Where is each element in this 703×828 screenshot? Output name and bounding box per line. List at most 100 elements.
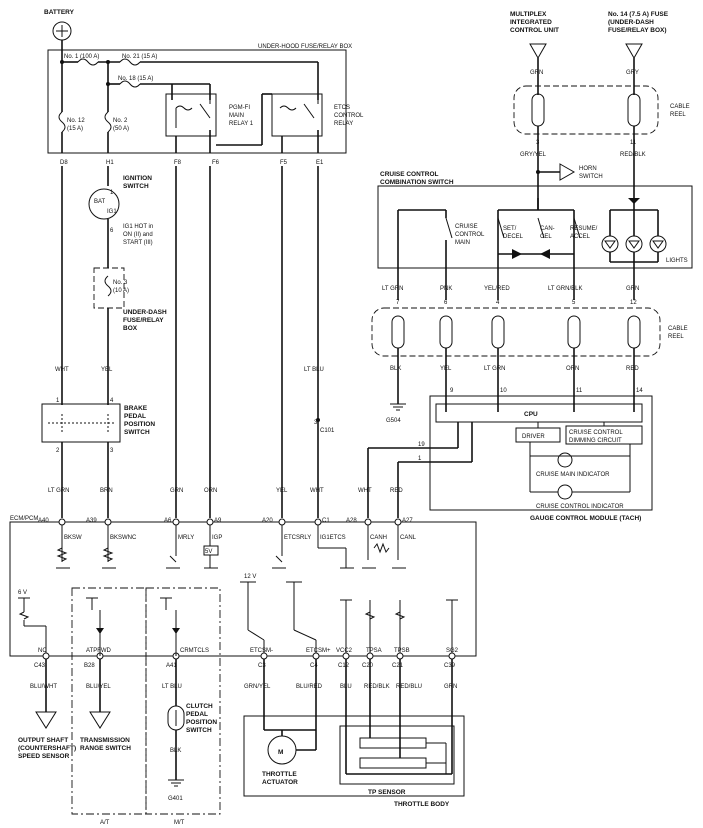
svg-text:CRMTCLS: CRMTCLS [180,648,209,654]
svg-text:UNDER-DASH: UNDER-DASH [123,309,167,316]
svg-text:M: M [278,749,283,756]
svg-text:CAN-: CAN- [540,226,555,232]
svg-text:YEL/RED: YEL/RED [484,286,510,292]
svg-text:(UNDER-DASH: (UNDER-DASH [608,19,654,26]
svg-text:BLU/YEL: BLU/YEL [86,684,111,690]
transmission-range-switch-arrow [89,711,111,729]
cruise-control-combination-switch: CRUISE CONTROL COMBINATION SWITCH CRUISE… [377,171,693,300]
ground-g401: G401 [168,779,184,802]
svg-text:CRUISE CONTROL: CRUISE CONTROL [380,171,439,178]
svg-text:CEL: CEL [540,234,552,240]
svg-text:GRN: GRN [444,684,457,690]
svg-text:CABLE: CABLE [668,326,688,332]
ignition-switch: BAT IG1 1 6 IGNITION SWITCH IG1 HOT in O… [88,166,153,268]
svg-text:BLK: BLK [390,366,401,372]
gauge-control-module: CPU DRIVER CRUISE CONTROL DIMMING CIRCUI… [429,395,653,522]
svg-text:7: 7 [396,300,400,306]
svg-text:A40: A40 [38,518,49,524]
svg-text:GRY: GRY [626,70,639,76]
svg-text:No. 3: No. 3 [113,280,128,286]
svg-text:F5: F5 [280,160,288,166]
svg-text:OUTPUT SHAFT: OUTPUT SHAFT [18,737,68,744]
svg-text:C101: C101 [320,428,335,434]
underhood-box-label: UNDER-HOOD FUSE/RELAY BOX [258,44,352,50]
svg-text:C1: C1 [322,518,330,524]
svg-text:10: 10 [500,388,507,394]
svg-text:CABLE: CABLE [670,104,690,110]
svg-text:No. 12: No. 12 [67,118,85,124]
svg-text:A20: A20 [262,518,273,524]
light-icon [649,235,667,253]
svg-text:A6: A6 [164,518,172,524]
svg-text:GRN: GRN [626,286,639,292]
svg-text:12 V: 12 V [244,574,256,580]
etcs-control-relay [271,93,323,137]
svg-text:SWITCH: SWITCH [186,727,212,734]
svg-text:CRUISE MAIN INDICATOR: CRUISE MAIN INDICATOR [536,472,610,478]
svg-text:F6: F6 [212,160,220,166]
svg-text:CRUISE CONTROL INDICATOR: CRUISE CONTROL INDICATOR [536,504,624,510]
svg-text:MULTIPLEX: MULTIPLEX [510,11,547,18]
svg-text:RED/BLU: RED/BLU [396,684,422,690]
svg-text:ORN: ORN [204,488,217,494]
svg-text:11: 11 [576,388,583,394]
svg-text:C4: C4 [310,663,318,669]
svg-text:RANGE SWITCH: RANGE SWITCH [80,745,131,752]
cable-reel-lower: 7 6 4 5 12 CABLE REEL BLK YEL LT GRN ORN… [371,300,688,412]
svg-text:PNK: PNK [440,286,452,292]
fuse-no21-icon [119,58,141,66]
svg-text:A9: A9 [214,518,222,524]
svg-text:A39: A39 [86,518,97,524]
svg-text:TPSA: TPSA [366,648,382,654]
svg-text:SPEED SENSOR: SPEED SENSOR [18,753,70,760]
svg-text:IG1 HOT in: IG1 HOT in [123,224,153,230]
svg-text:INTEGRATED: INTEGRATED [510,19,552,26]
svg-text:GAUGE CONTROL MODULE (TACH): GAUGE CONTROL MODULE (TACH) [530,515,641,522]
fuse-no3-icon [104,275,112,297]
svg-text:TPSB: TPSB [394,648,410,654]
svg-text:DIMMING CIRCUIT: DIMMING CIRCUIT [569,438,622,444]
svg-text:BAT: BAT [94,199,106,205]
light-icon [601,235,619,253]
svg-text:B28: B28 [84,663,95,669]
throttle-body: THROTTLE BODY M THROTTLE ACTUATOR TP SEN… [243,659,465,808]
svg-text:ATPFWD: ATPFWD [86,648,112,654]
svg-text:ON (II) and: ON (II) and [123,232,153,238]
svg-text:CONTROL UNIT: CONTROL UNIT [510,27,559,34]
svg-text:DECEL: DECEL [503,234,524,240]
svg-text:5: 5 [572,300,576,306]
svg-text:A27: A27 [402,518,413,524]
svg-text:LT GRN: LT GRN [484,366,505,372]
svg-text:CANL: CANL [400,535,417,541]
svg-text:RELAY 1: RELAY 1 [229,121,254,127]
svg-text:IG1: IG1 [107,209,117,215]
svg-text:ETCSM+: ETCSM+ [306,648,331,654]
svg-text:BLK: BLK [170,748,181,754]
svg-text:RESUME/: RESUME/ [570,226,598,232]
svg-text:(15 A): (15 A) [67,126,83,132]
svg-text:IG1ETCS: IG1ETCS [320,535,346,541]
svg-text:4: 4 [110,398,114,404]
svg-text:C21: C21 [392,663,404,669]
svg-text:SET/: SET/ [503,226,517,232]
svg-text:C43: C43 [34,663,46,669]
svg-text:NC: NC [38,648,47,654]
svg-text:GRN/YEL: GRN/YEL [244,684,271,690]
svg-text:G401: G401 [168,796,183,802]
ecm-pcm: ECM/PCM A40 A39 A6 A9 A20 C1 A28 A27 BKS… [9,516,477,657]
svg-text:COMBINATION SWITCH: COMBINATION SWITCH [380,179,454,186]
svg-text:POSITION: POSITION [186,719,217,726]
svg-text:6: 6 [110,228,114,234]
svg-text:A/T: A/T [100,820,110,826]
svg-text:GRY/YEL: GRY/YEL [520,152,547,158]
svg-text:BOX: BOX [123,325,138,332]
pgmfi-main-relay [165,93,217,137]
svg-text:F8: F8 [174,160,182,166]
svg-text:BLU/WHT: BLU/WHT [30,684,57,690]
svg-text:12: 12 [630,300,637,306]
underhood-fuse-relay-box: UNDER-HOOD FUSE/RELAY BOX No. 1 (100 A) … [47,40,364,166]
svg-text:C12: C12 [338,663,350,669]
svg-text:BRN: BRN [100,488,113,494]
svg-text:No. 21 (15 A): No. 21 (15 A) [122,54,157,60]
